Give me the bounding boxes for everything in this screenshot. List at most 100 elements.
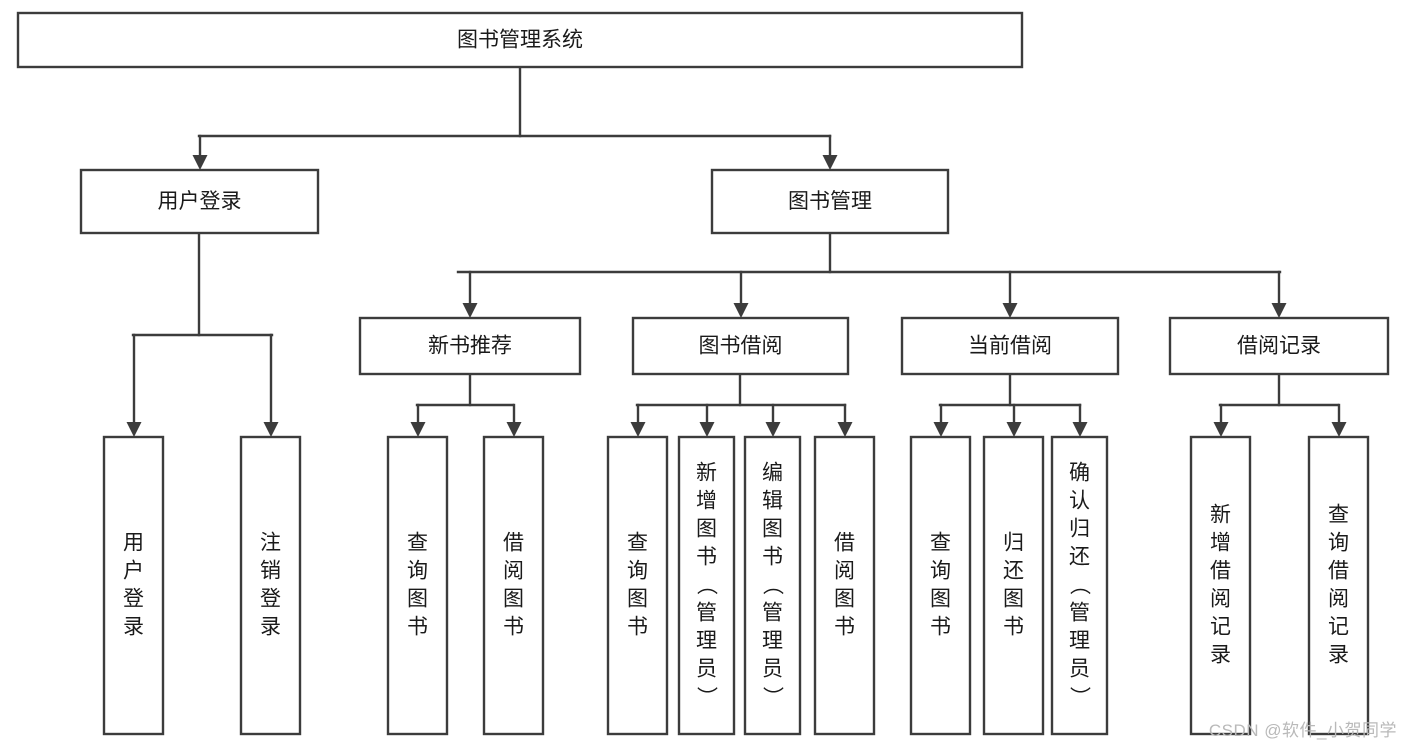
node-label-char: ）: [1068, 686, 1091, 707]
node-label-char: 登: [123, 588, 144, 611]
node-label-char: 查: [930, 532, 951, 555]
connector-layer: [126, 65, 1347, 437]
node-box[interactable]: [79, 168, 320, 235]
arrow-head: [1213, 422, 1229, 437]
node-box[interactable]: [909, 435, 972, 736]
arrow-head: [837, 422, 853, 437]
node-label-char: 询: [1328, 532, 1349, 555]
node-box[interactable]: [677, 435, 736, 736]
arrow-head: [822, 155, 838, 170]
node-label-char: 阅: [503, 560, 524, 583]
node-box[interactable]: [239, 435, 302, 736]
node-label-char: ）: [695, 686, 718, 707]
node-label-char: 图: [930, 588, 951, 611]
node-new-book-recommend[interactable]: 新书推荐: [358, 316, 582, 376]
node-box[interactable]: [606, 435, 669, 736]
node-label: 图书管理: [788, 190, 872, 213]
node-label-char: 归: [1069, 518, 1090, 541]
node-label-char: 借: [1328, 560, 1349, 583]
node-label-char: 书: [930, 616, 951, 639]
node-label-char: 销: [260, 560, 281, 583]
arrow-head: [1072, 422, 1088, 437]
node-label-char: 增: [696, 490, 717, 513]
arrow-head: [630, 422, 646, 437]
node-label-char: （: [761, 574, 784, 595]
node-borrow-record[interactable]: 借阅记录: [1168, 316, 1390, 376]
node-book-borrow[interactable]: 图书借阅: [631, 316, 850, 376]
arrow-head: [933, 422, 949, 437]
node-label-char: ）: [761, 686, 784, 707]
node-label-char: 新: [696, 462, 717, 485]
node-label: 新书推荐: [428, 335, 512, 358]
node-label-char: 理: [696, 630, 717, 653]
node-box[interactable]: [386, 435, 449, 736]
node-box[interactable]: [16, 11, 1024, 69]
node-box[interactable]: [482, 435, 545, 736]
node-box[interactable]: [710, 168, 950, 235]
node-label: 用户登录: [158, 190, 242, 213]
node-box[interactable]: [1050, 435, 1109, 736]
node-box[interactable]: [1168, 316, 1390, 376]
node-label-char: 管: [1069, 602, 1090, 625]
node-label-char: 图: [407, 588, 428, 611]
node-book-manage[interactable]: 图书管理: [710, 168, 950, 235]
node-label-char: 阅: [1328, 588, 1349, 611]
node-label-char: 员: [1069, 658, 1090, 681]
node-box[interactable]: [813, 435, 876, 736]
arrow-head: [506, 422, 522, 437]
node-box[interactable]: [900, 316, 1120, 376]
node-current-borrow[interactable]: 当前借阅: [900, 316, 1120, 376]
node-box[interactable]: [631, 316, 850, 376]
node-label-char: 图: [627, 588, 648, 611]
arrow-head: [1331, 422, 1347, 437]
node-box[interactable]: [358, 316, 582, 376]
node-label-char: 录: [1210, 644, 1231, 667]
node-box[interactable]: [1189, 435, 1252, 736]
node-label-char: 用: [123, 532, 144, 555]
node-box[interactable]: [982, 435, 1045, 736]
node-label-char: 记: [1210, 616, 1231, 639]
node-label-char: 户: [123, 560, 144, 583]
node-label-char: 图: [503, 588, 524, 611]
node-label-char: 查: [1328, 504, 1349, 527]
node-root[interactable]: 图书管理系统: [16, 11, 1024, 69]
arrow-head: [699, 422, 715, 437]
node-box[interactable]: [102, 435, 165, 736]
arrow-head: [126, 422, 142, 437]
node-box[interactable]: [743, 435, 802, 736]
node-label-char: 确: [1069, 462, 1090, 485]
node-box[interactable]: [1307, 435, 1370, 736]
node-label-char: （: [1068, 574, 1091, 595]
arrow-head: [733, 303, 749, 318]
node-label-char: 询: [627, 560, 648, 583]
node-label-char: 询: [407, 560, 428, 583]
node-label-char: （: [695, 574, 718, 595]
node-label-char: 阅: [834, 560, 855, 583]
node-label-char: 录: [260, 616, 281, 639]
node-label-char: 理: [1069, 630, 1090, 653]
node-leaf-user-login[interactable]: 用户登录: [102, 435, 165, 736]
node-user-login[interactable]: 用户登录: [79, 168, 320, 235]
node-label-char: 管: [696, 602, 717, 625]
arrow-head: [1002, 303, 1018, 318]
arrow-head: [765, 422, 781, 437]
node-label-char: 辑: [762, 490, 783, 513]
node-label-char: 借: [834, 532, 855, 555]
csdn-watermark: CSDN @软件_小贺同学: [1208, 721, 1397, 740]
node-label-char: 注: [260, 532, 281, 555]
node-label-char: 查: [407, 532, 428, 555]
